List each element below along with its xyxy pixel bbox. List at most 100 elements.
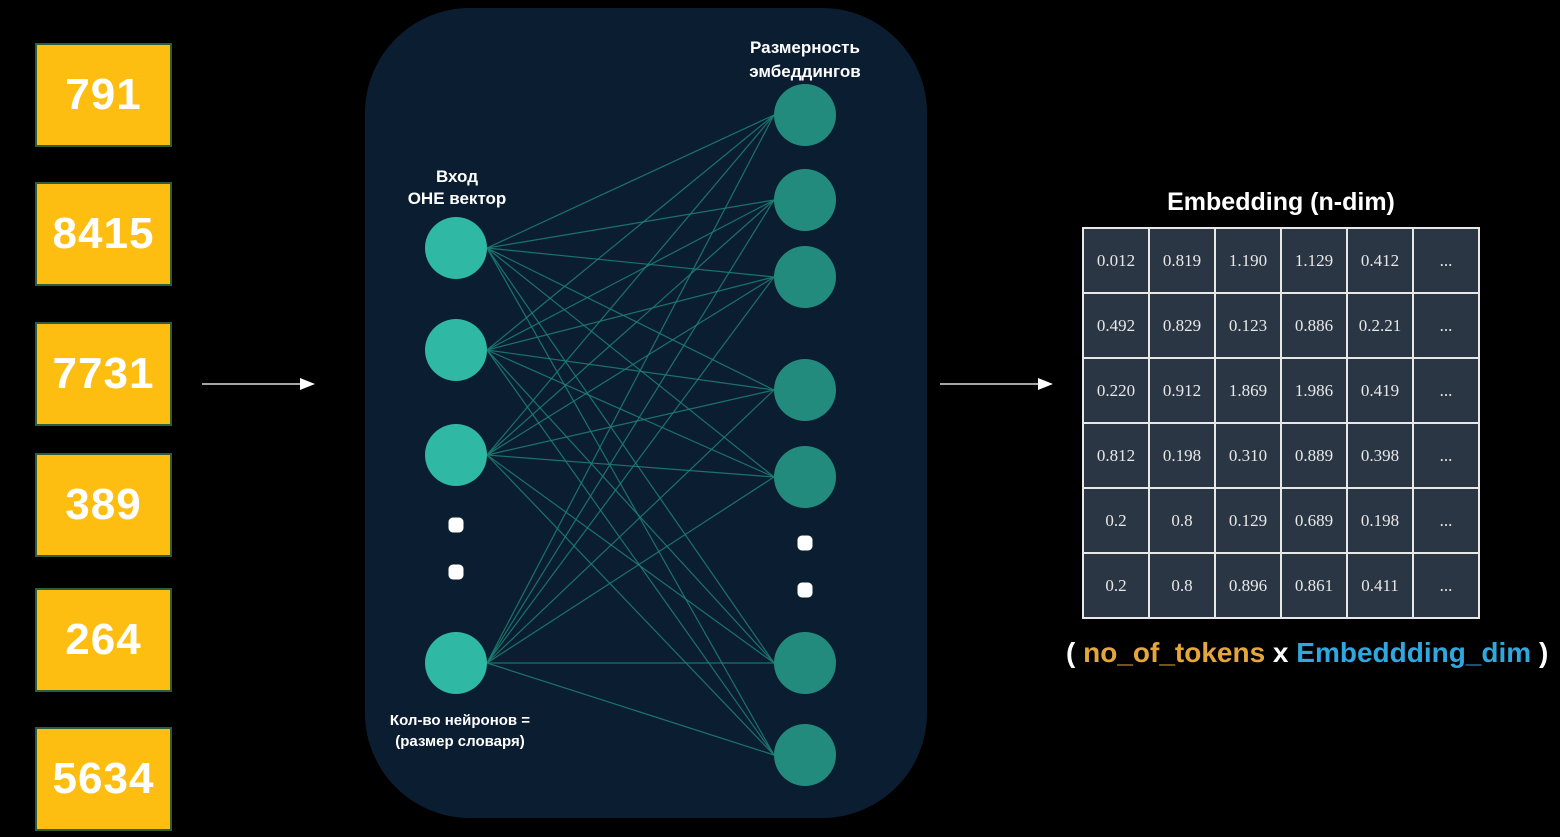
output-neuron — [774, 359, 836, 421]
embedding-cell: ... — [1412, 357, 1480, 424]
neuron-count-line1: Кол-во нейронов = — [389, 712, 531, 729]
token-value: 5634 — [52, 754, 155, 803]
neuron-count-line2: (размер словаря) — [395, 733, 525, 750]
embedding-cell: 1.190 — [1214, 227, 1282, 294]
output-neuron — [774, 724, 836, 786]
embedding-cell: 0.129 — [1214, 487, 1282, 554]
edge — [486, 199, 775, 456]
embedding-cell: 0.8 — [1148, 552, 1216, 619]
embedding-cell: 0.2 — [1082, 552, 1150, 619]
embedding-cell: 0.689 — [1280, 487, 1348, 554]
token-box: 791 — [35, 43, 172, 147]
ellipsis-dot — [448, 564, 464, 580]
caption-open-paren: ( — [1066, 637, 1076, 668]
edge — [486, 114, 775, 456]
embedding-cell: 0.861 — [1280, 552, 1348, 619]
edge — [486, 114, 775, 249]
output-neuron — [774, 446, 836, 508]
embedding-cell: 0.829 — [1148, 292, 1216, 359]
edge — [486, 454, 775, 756]
embedding-cell: 1.129 — [1280, 227, 1348, 294]
edge — [486, 199, 775, 664]
output-neuron — [774, 632, 836, 694]
caption-embedding-dim: Embeddding_dim — [1296, 637, 1532, 668]
dimension-caption: ( no_of_tokens x Embeddding_dim ) — [1066, 637, 1548, 669]
embedding-cell: ... — [1412, 292, 1480, 359]
ellipsis-dot — [797, 535, 813, 551]
embedding-cell: 0.819 — [1148, 227, 1216, 294]
token-box: 5634 — [35, 727, 172, 831]
embedding-cell: 0.889 — [1280, 422, 1348, 489]
caption-no-of-tokens: no_of_tokens — [1083, 637, 1266, 668]
output-neuron — [774, 169, 836, 231]
edge — [486, 349, 775, 756]
token-box: 8415 — [35, 182, 172, 286]
arrow-right-icon — [940, 378, 1053, 390]
token-value: 791 — [65, 70, 142, 119]
input-label-line1: Вход — [435, 167, 479, 186]
input-neuron — [425, 424, 487, 486]
edge — [486, 389, 775, 664]
edge — [486, 476, 775, 664]
output-label-line2: эмбеддингов — [749, 62, 861, 81]
embedding-cell: ... — [1412, 422, 1480, 489]
token-value: 7731 — [52, 349, 155, 398]
embedding-cell: 0.492 — [1082, 292, 1150, 359]
input-label-line2: ОНЕ вектор — [407, 189, 507, 208]
embedding-cell: 0.812 — [1082, 422, 1150, 489]
output-label-line1: Размерность — [750, 38, 860, 57]
network-panel: Вход ОНЕ вектор Размерность эмбеддингов … — [365, 8, 927, 818]
ellipsis-dot — [797, 582, 813, 598]
embedding-cell: 0.220 — [1082, 357, 1150, 424]
edge — [486, 662, 775, 756]
token-box: 264 — [35, 588, 172, 692]
edge — [486, 389, 775, 456]
edge — [486, 114, 775, 351]
caption-close-paren: ) — [1538, 637, 1549, 668]
embedding-cell: 0.198 — [1148, 422, 1216, 489]
edge — [486, 276, 775, 456]
token-value: 264 — [65, 615, 142, 664]
token-value: 8415 — [52, 209, 155, 258]
edge — [486, 349, 775, 478]
embedding-cell: 1.869 — [1214, 357, 1282, 424]
embedding-cell: 0.2.21 — [1346, 292, 1414, 359]
edge — [486, 247, 775, 391]
embedding-cell: 0.412 — [1346, 227, 1414, 294]
embedding-cell: ... — [1412, 487, 1480, 554]
edge — [486, 349, 775, 664]
embedding-cell: 0.310 — [1214, 422, 1282, 489]
embedding-cell: ... — [1412, 227, 1480, 294]
embedding-cell: 0.896 — [1214, 552, 1282, 619]
edge — [486, 247, 775, 278]
edge — [486, 247, 775, 478]
embedding-cell: 0.8 — [1148, 487, 1216, 554]
edge — [486, 276, 775, 351]
token-box: 389 — [35, 453, 172, 557]
edge — [486, 199, 775, 351]
embedding-cell: 0.411 — [1346, 552, 1414, 619]
output-layer-label: Размерность эмбеддингов — [727, 36, 883, 84]
edge — [486, 349, 775, 391]
embedding-cell: 0.012 — [1082, 227, 1150, 294]
input-neuron — [425, 217, 487, 279]
embedding-cell: 0.123 — [1214, 292, 1282, 359]
ellipsis-dot — [448, 517, 464, 533]
embedding-cell: 0.912 — [1148, 357, 1216, 424]
arrow-right-icon — [202, 378, 315, 390]
input-neuron — [425, 632, 487, 694]
edge — [486, 454, 775, 478]
edge — [486, 247, 775, 756]
edge — [486, 276, 775, 664]
neuron-count-label: Кол-во нейронов = (размер словаря) — [373, 710, 547, 752]
embedding-cell: 1.986 — [1280, 357, 1348, 424]
network-graph — [425, 84, 836, 786]
embedding-cell: 0.398 — [1346, 422, 1414, 489]
